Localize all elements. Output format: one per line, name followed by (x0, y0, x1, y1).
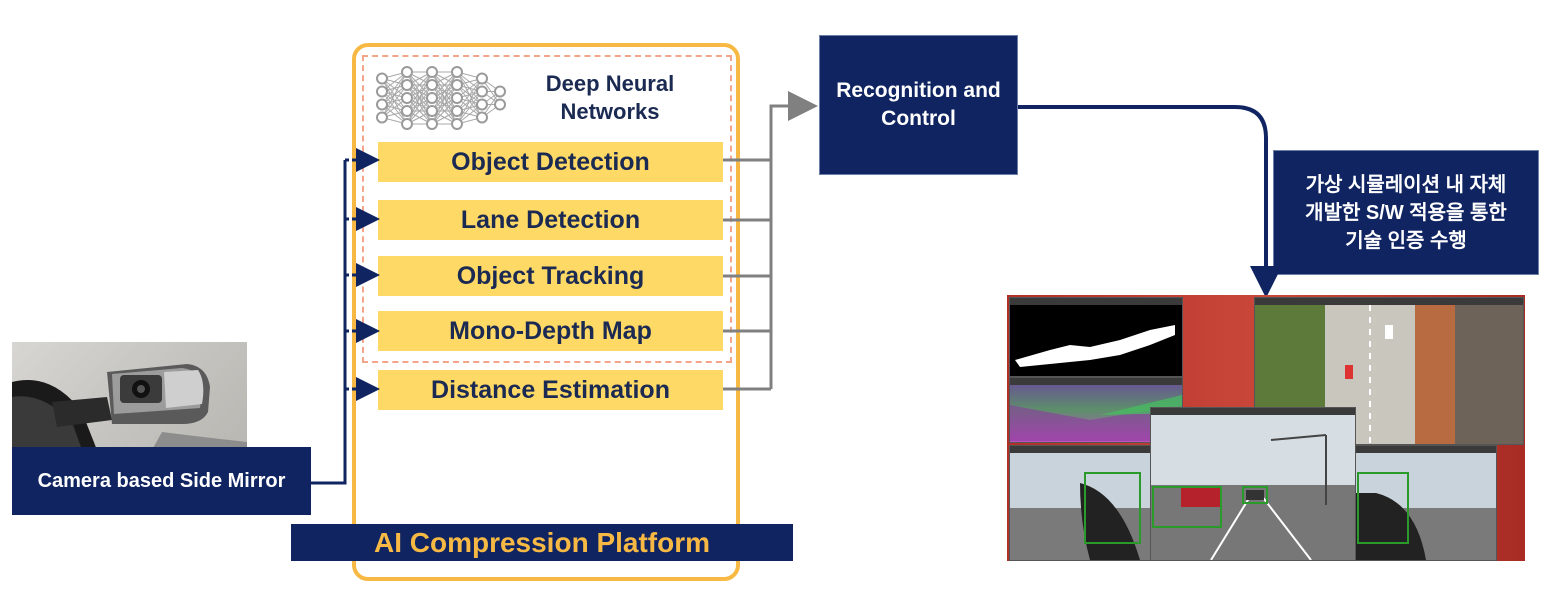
nn-node (401, 105, 413, 117)
nn-node (476, 72, 488, 85)
nn-node (451, 79, 463, 91)
nn-node (426, 105, 438, 117)
recognition-control-box: Recognition and Control (819, 35, 1018, 175)
camera-side-mirror-label: Camera based Side Mirror (12, 447, 311, 515)
lane-detection-box: Lane Detection (378, 200, 723, 240)
neural-network-icon (376, 66, 506, 130)
nn-node (494, 85, 506, 98)
dnn-label: Deep Neural Networks (545, 71, 675, 124)
nn-node (401, 92, 413, 104)
nn-node (376, 72, 388, 85)
nn-node (401, 118, 413, 130)
front-camera-window (1150, 407, 1356, 561)
nn-node (451, 118, 463, 130)
nn-node (451, 92, 463, 104)
nn-node (376, 85, 388, 98)
lane-detection-window (1009, 297, 1183, 377)
nn-node (476, 98, 488, 111)
nn-node (376, 98, 388, 111)
nn-node (426, 118, 438, 130)
side-mirror-icon (12, 364, 247, 450)
nn-node (426, 79, 438, 91)
nn-node (401, 79, 413, 91)
object-tracking-box: Object Tracking (378, 256, 723, 296)
input-bus-line (311, 160, 347, 485)
mono-depth-map-box: Mono-Depth Map (378, 311, 723, 351)
object-detection-box: Object Detection (378, 142, 723, 182)
nn-node (476, 85, 488, 98)
platform-frame (352, 43, 740, 581)
arrow-to-simulation (1018, 105, 1282, 298)
nn-node (476, 111, 488, 124)
distance-estimation-box: Distance Estimation (378, 370, 723, 410)
nn-node (401, 66, 413, 78)
nn-node (426, 92, 438, 104)
nn-node (376, 111, 388, 124)
right-camera-window (1355, 445, 1497, 561)
nn-node (494, 98, 506, 111)
nn-node (426, 66, 438, 78)
simulation-screenshot (1007, 295, 1525, 561)
nn-node (451, 105, 463, 117)
platform-title: AI Compression Platform (291, 524, 793, 561)
verification-note-box: 가상 시뮬레이션 내 자체개발한 S/W 적용을 통한 기술 인증 수행 (1273, 150, 1539, 275)
left-camera-window (1009, 445, 1151, 561)
nn-node (451, 66, 463, 78)
output-bus-arrow (769, 91, 818, 389)
side-mirror-camera-image (12, 342, 247, 450)
